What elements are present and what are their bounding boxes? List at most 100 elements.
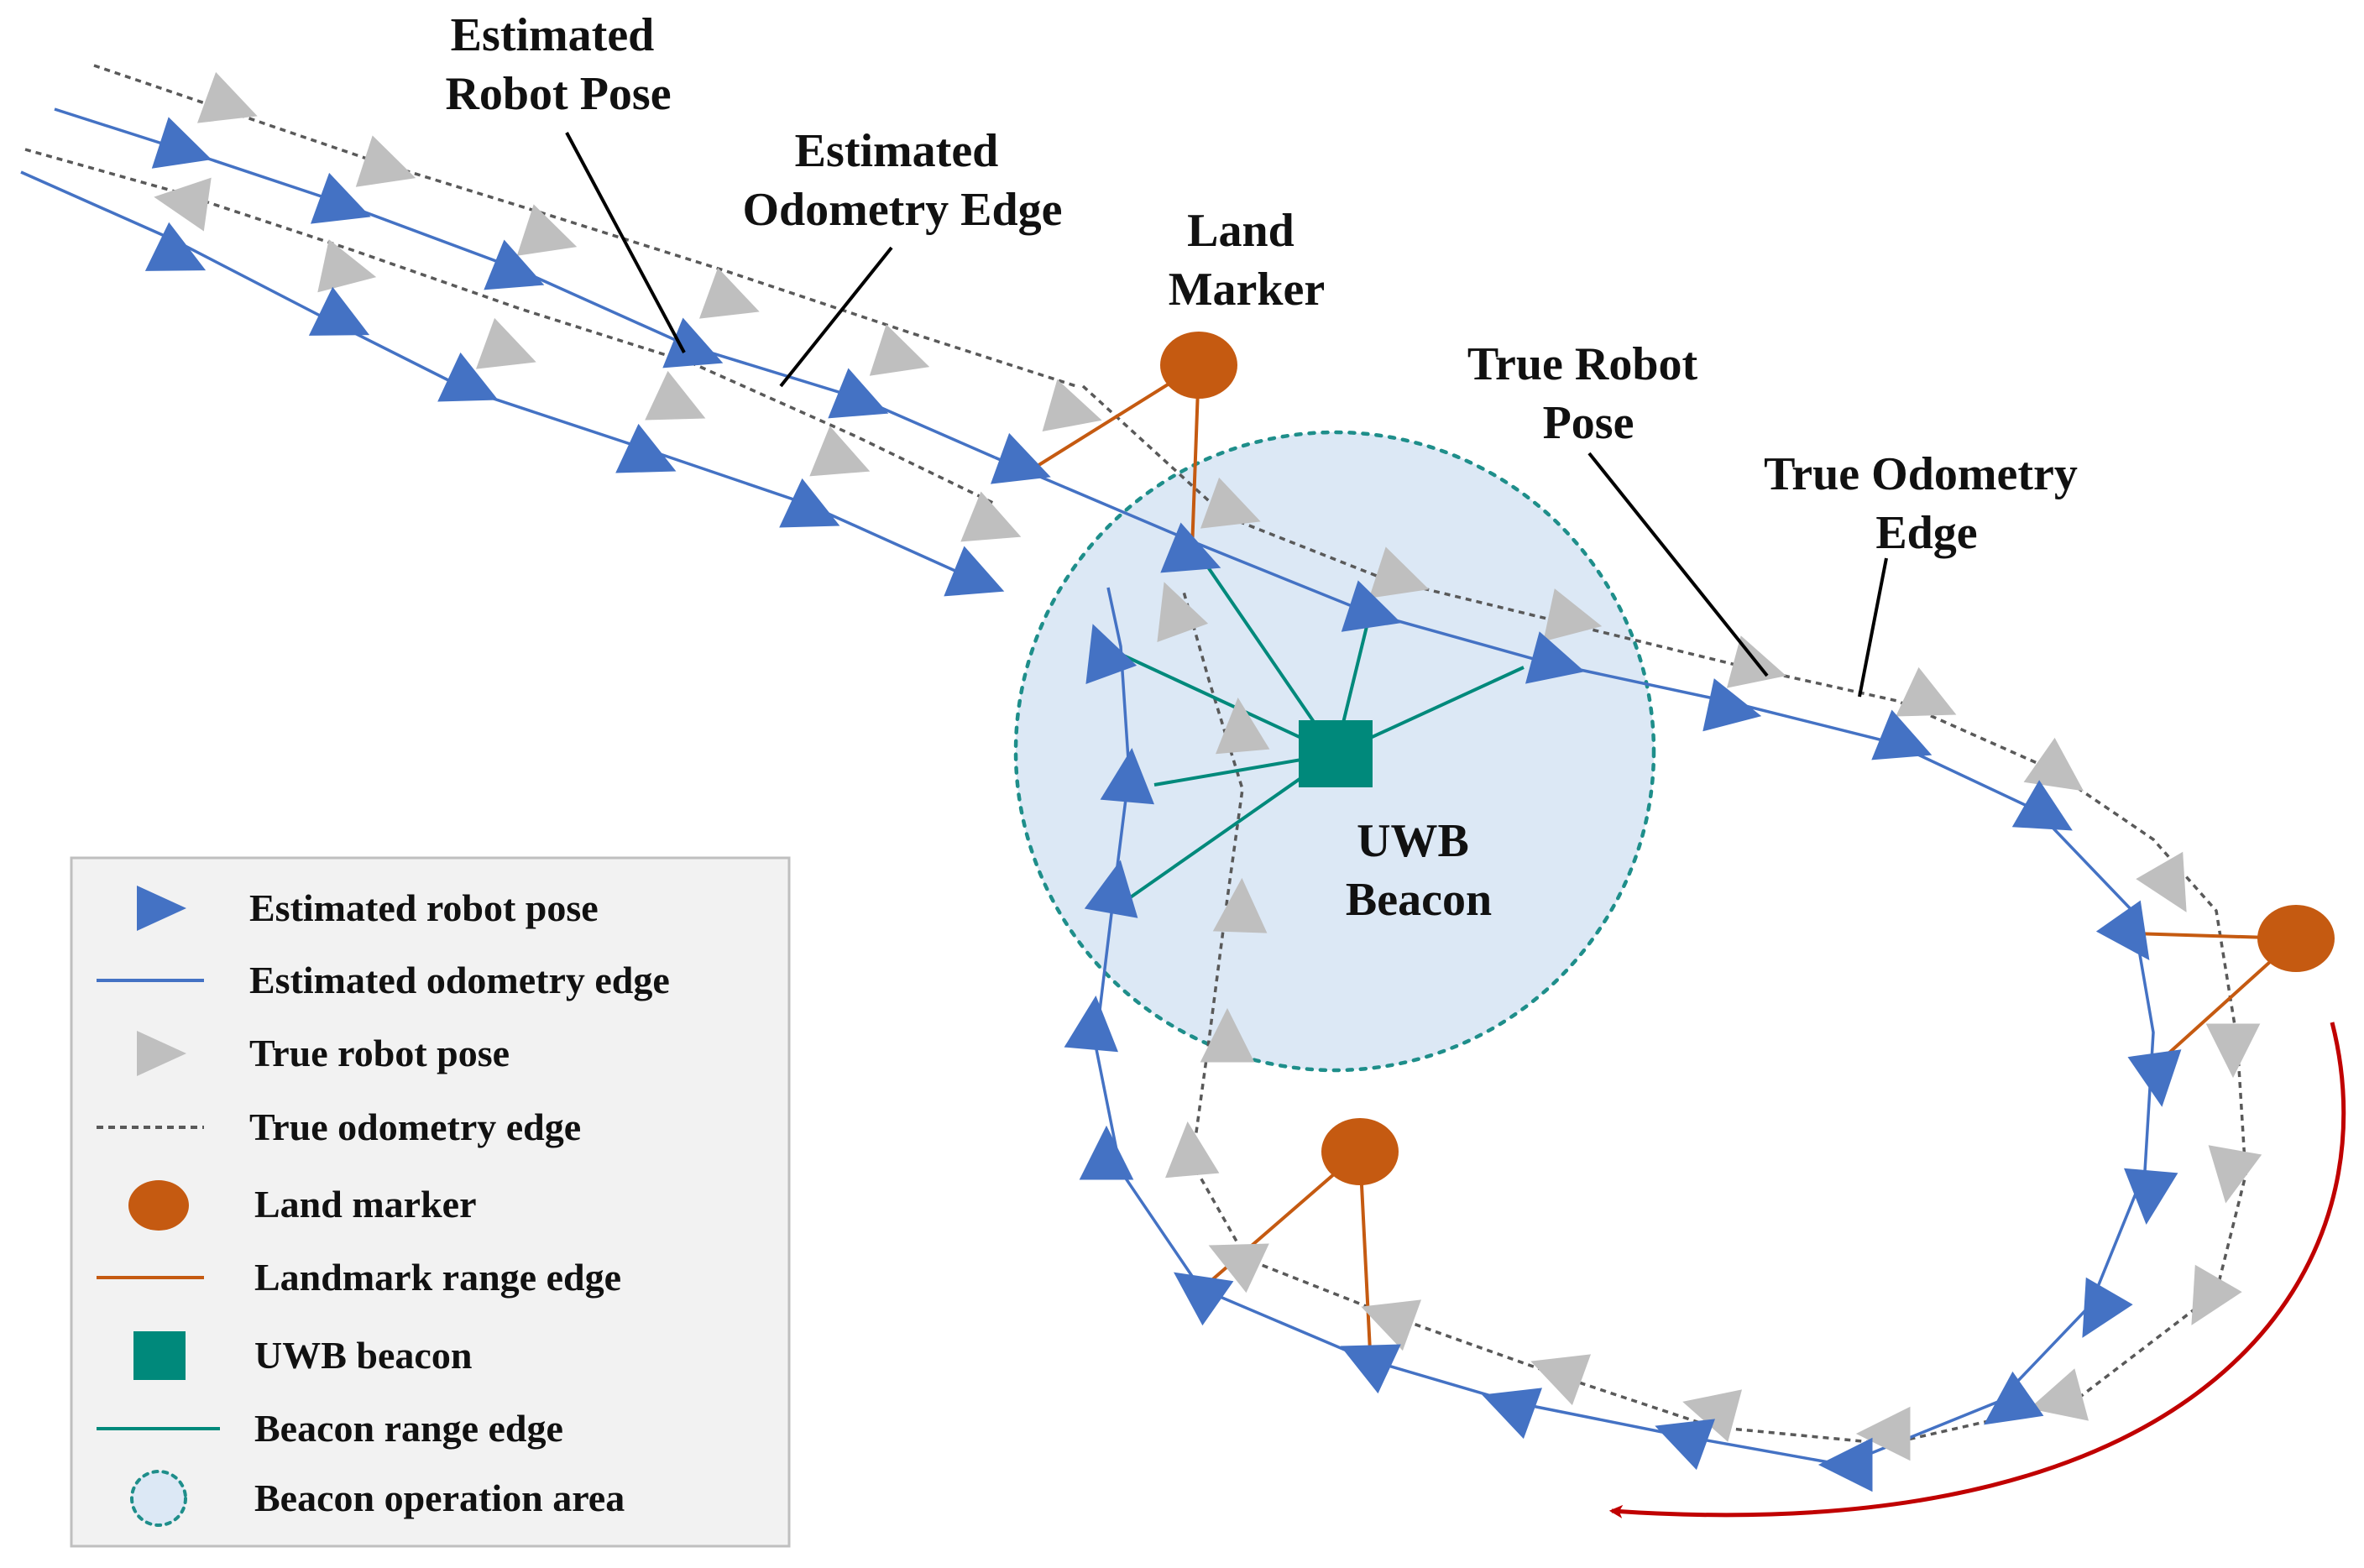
true-robot-pose: [2208, 1145, 2262, 1204]
true-robot-poses: [154, 71, 2262, 1461]
true-robot-pose: [1200, 1007, 1255, 1063]
callout-estimated-odometry-edge-line2: Odometry Edge: [742, 184, 1062, 236]
estimated-robot-pose: [311, 172, 371, 224]
legend-label-beacon-operation-area: Beacon operation area: [254, 1477, 625, 1519]
legend-label-uwb-beacon: UWB beacon: [254, 1334, 472, 1377]
callout-estimated-odometry-edge-line1: Estimated: [795, 125, 999, 177]
legend-label-true-odometry-edge: True odometry edge: [249, 1105, 581, 1148]
true-robot-pose: [1361, 1299, 1421, 1351]
direction-arrow: [1608, 1022, 2346, 1518]
estimated-robot-pose: [144, 222, 207, 271]
true-robot-pose: [1208, 1243, 1269, 1294]
true-robot-pose: [1165, 1121, 1220, 1179]
estimated-robot-pose: [1984, 1371, 2044, 1425]
callout-land-marker-line2: Marker: [1169, 264, 1326, 316]
true-robot-pose: [1212, 877, 1268, 933]
leader-estimated-robot-pose: [565, 132, 686, 353]
estimated-robot-pose: [1340, 1344, 1401, 1394]
callout-land-marker-line1: Land: [1187, 205, 1294, 257]
legend-beacon-symbol: [133, 1331, 186, 1380]
legend-label-estimated-robot-pose: Estimated robot pose: [249, 886, 599, 929]
true-robot-pose: [1682, 1389, 1742, 1442]
true-robot-pose: [699, 267, 760, 319]
true-robot-pose: [2029, 1368, 2089, 1421]
legend-label-estimated-odometry-edge: Estimated odometry edge: [249, 959, 670, 1001]
callout-estimated-robot-pose: Estimated Robot Pose: [445, 9, 671, 120]
callout-land-marker: Land Marker: [1169, 205, 1326, 316]
true-robot-pose: [869, 324, 930, 376]
leader-estimated-odometry-edge: [779, 246, 893, 388]
legend: Estimated robot pose Estimated odometry …: [70, 856, 791, 1548]
land-markers: [1160, 332, 2335, 1185]
estimated-robot-pose: [2011, 780, 2073, 831]
callout-estimated-odometry-edge: Estimated Odometry Edge: [742, 125, 1062, 236]
callout-true-odometry-edge: True Odometry Edge: [1764, 448, 2089, 559]
estimated-robot-poses: [144, 117, 2182, 1492]
estimated-robot-pose: [662, 317, 724, 368]
estimated-robot-pose: [828, 368, 889, 419]
estimated-robot-pose: [1871, 709, 1933, 760]
callout-true-robot-pose-line1: True Robot: [1467, 338, 1698, 390]
callout-estimated-robot-pose-line1: Estimated: [451, 9, 655, 61]
estimated-robot-pose: [1655, 1419, 1715, 1471]
estimated-robot-pose: [1174, 1272, 1234, 1326]
estimated-robot-pose: [1525, 631, 1585, 684]
true-odometry-edge: [1081, 384, 2247, 1445]
true-robot-pose: [355, 135, 416, 187]
estimated-robot-pose: [437, 352, 499, 402]
true-robot-pose: [1200, 477, 1261, 529]
true-robot-pose: [317, 239, 377, 293]
uwb-beacon: [1299, 720, 1373, 787]
estimated-robot-pose: [779, 478, 840, 528]
estimated-robot-pose: [1341, 580, 1402, 632]
true-robot-pose: [2205, 1023, 2261, 1079]
callout-true-robot-pose: True Robot Pose: [1467, 338, 1709, 449]
legend-beacon-area-symbol: [130, 1470, 187, 1527]
callout-true-odometry-edge-line2: Edge: [1875, 507, 1977, 559]
legend-label-landmark-range-edge: Landmark range edge: [254, 1256, 621, 1299]
true-robot-pose: [809, 426, 871, 477]
legend-landmark-symbol: [128, 1180, 189, 1231]
estimated-robot-pose: [1160, 522, 1221, 573]
estimated-robot-pose: [944, 546, 1005, 597]
estimated-robot-pose: [1817, 1437, 1873, 1492]
true-robot-pose: [1216, 698, 1270, 755]
land-marker: [1160, 332, 1237, 399]
callout-uwb-beacon: UWB Beacon: [1346, 815, 1492, 926]
true-robot-pose: [2191, 1264, 2242, 1325]
leader-true-robot-pose: [1587, 452, 1769, 677]
estimated-robot-pose: [484, 239, 545, 290]
land-marker: [2257, 905, 2335, 972]
callout-true-robot-pose-line2: Pose: [1543, 397, 1634, 449]
true-robot-pose: [516, 204, 578, 256]
estimated-robot-pose: [1084, 860, 1138, 918]
true-robot-pose: [960, 491, 1022, 542]
true-robot-pose: [2023, 737, 2084, 792]
estimated-robot-pose: [151, 117, 212, 169]
callout-leaders: [565, 132, 1888, 698]
true-robot-pose: [197, 71, 258, 123]
true-robot-pose: [1543, 588, 1603, 642]
true-robot-pose: [1368, 546, 1430, 598]
legend-label-land-marker: Land marker: [254, 1183, 477, 1226]
estimated-robot-pose: [1079, 1125, 1134, 1180]
estimated-robot-pose: [308, 286, 370, 336]
callout-uwb-beacon-line2: Beacon: [1346, 874, 1492, 926]
estimated-robot-pose: [1100, 748, 1154, 805]
estimated-robot-pose: [991, 432, 1051, 484]
true-robot-pose: [645, 370, 706, 421]
estimated-robot-pose: [2082, 1277, 2133, 1338]
estimated-robot-pose: [1702, 678, 1762, 732]
estimated-robot-pose: [1482, 1388, 1542, 1440]
true-robot-pose: [1157, 582, 1209, 642]
leader-true-odometry-edge: [1858, 557, 1888, 698]
estimated-robot-pose: [1064, 996, 1118, 1053]
land-marker: [1321, 1118, 1399, 1185]
estimated-robot-pose: [1085, 624, 1138, 684]
legend-true-pose-symbol: [137, 1031, 186, 1076]
true-robot-pose: [2136, 851, 2187, 912]
legend-box: [70, 856, 791, 1548]
callout-estimated-robot-pose-line2: Robot Pose: [445, 68, 671, 120]
estimated-robot-pose: [615, 423, 677, 473]
estimated-robot-pose: [2127, 1049, 2182, 1107]
